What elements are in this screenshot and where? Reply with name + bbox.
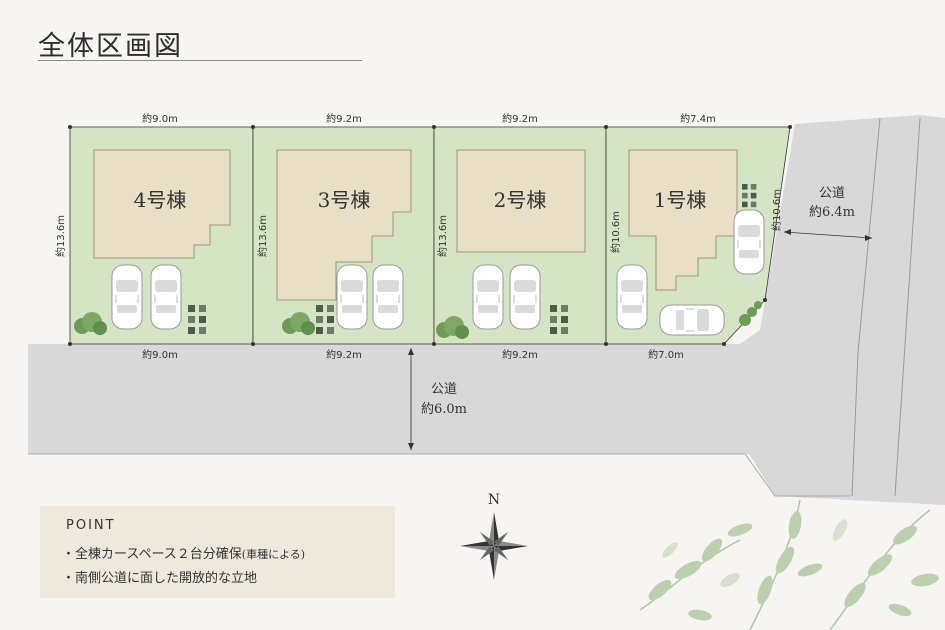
lot-1-top-dim: 約7.4m xyxy=(680,112,716,125)
lot-4-label: 4号棟 xyxy=(134,188,187,212)
east-road-line xyxy=(857,117,881,353)
car-4a xyxy=(111,264,143,330)
point-item-parking-note: (車種による) xyxy=(241,548,306,561)
road-corner xyxy=(740,330,790,454)
car-3b xyxy=(372,264,404,330)
lot-2-side-dim: 約13.6m xyxy=(436,215,449,257)
car-2a xyxy=(472,264,504,330)
point-item-parking: ・全棟カースペース２台分確保(車種による) xyxy=(62,543,305,562)
lot-2-label: 2号棟 xyxy=(494,188,547,212)
south-road-fill xyxy=(28,344,763,454)
lot-3-bottom-dim: 約9.2m xyxy=(326,348,362,361)
east-road-line-2 xyxy=(851,351,859,497)
compass-icon: N xyxy=(460,492,528,580)
compass-north-label: N xyxy=(488,492,500,508)
leaf-decoration xyxy=(639,499,939,630)
road-curb xyxy=(28,453,850,497)
south-road-dim xyxy=(408,348,414,450)
east-road-line-3 xyxy=(894,117,921,497)
lot-1-side-dim: 約10.6m xyxy=(609,211,622,253)
east-road-name: 公道 xyxy=(819,186,845,201)
car-1b xyxy=(733,209,765,275)
car-4b xyxy=(150,264,182,330)
boundary-markers xyxy=(68,125,792,346)
lot-2-bottom-dim: 約9.2m xyxy=(502,348,538,361)
car-2b xyxy=(509,264,541,330)
lot-1-bottom-dim: 約7.0m xyxy=(648,348,684,361)
lot-4-top-dim: 約9.0m xyxy=(142,112,178,125)
point-item-parking-text: ・全棟カースペース２台分確保 xyxy=(62,547,242,562)
south-road-name: 公道 xyxy=(431,382,457,397)
car-3a xyxy=(336,264,368,330)
point-panel: POINT ・全棟カースペース２台分確保(車種による) ・南側公道に面した開放的… xyxy=(40,506,395,598)
lot-1-right-dim: 約10.6m xyxy=(770,189,783,231)
east-road-width: 約6.4m xyxy=(809,205,855,220)
lot-3-label: 3号棟 xyxy=(318,188,371,212)
page-title: 全体区画図 xyxy=(38,31,183,62)
car-1c xyxy=(659,304,725,336)
car-1a xyxy=(616,264,648,330)
building-3 xyxy=(276,149,412,301)
building-2 xyxy=(456,149,586,253)
lot-4-side-dim: 約13.6m xyxy=(54,215,67,257)
lot-3-side-dim: 約13.6m xyxy=(256,215,269,257)
building-4 xyxy=(93,149,231,259)
east-road-dim xyxy=(783,229,873,241)
title-divider xyxy=(38,60,362,61)
east-road-surface xyxy=(740,115,945,505)
point-item-location: ・南側公道に面した開放的な立地 xyxy=(62,567,257,586)
lot-3-top-dim: 約9.2m xyxy=(326,112,362,125)
lot-2-top-dim: 約9.2m xyxy=(502,112,538,125)
lot-1-label: 1号棟 xyxy=(654,188,707,212)
hedge-1 xyxy=(739,301,762,326)
point-item-location-text: ・南側公道に面した開放的な立地 xyxy=(62,571,258,586)
south-road-width: 約6.0m xyxy=(421,402,467,417)
point-title: POINT xyxy=(66,518,116,533)
lot-4-bottom-dim: 約9.0m xyxy=(142,348,178,361)
